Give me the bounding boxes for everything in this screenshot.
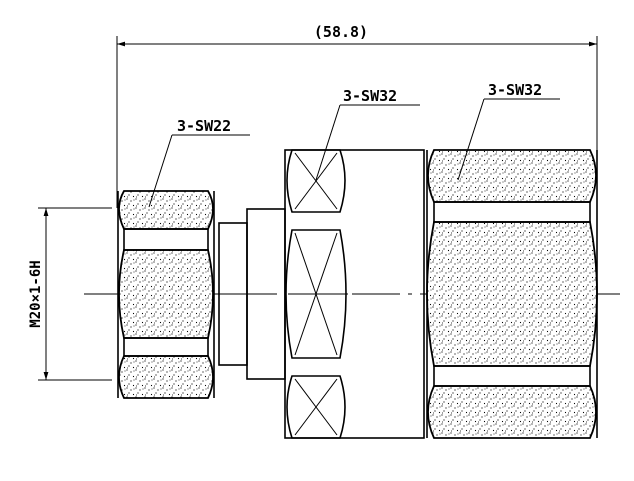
left-hex-callout: 3-SW22: [148, 117, 250, 208]
left-hex-label: 3-SW22: [177, 117, 231, 135]
overall-length-dimension: (58.8): [116, 23, 598, 208]
right-hex-label: 3-SW32: [488, 81, 542, 99]
left-hex-nut: [117, 190, 215, 399]
thread-label: M20×1-6H: [28, 260, 44, 327]
middle-hex-callout: 3-SW32: [315, 87, 420, 181]
middle-hex-body: [284, 149, 425, 439]
right-hex-callout: 3-SW32: [457, 81, 560, 181]
thread-dimension: M20×1-6H: [28, 207, 112, 381]
overall-length-label: (58.8): [314, 23, 368, 41]
right-hex-nut: [426, 149, 598, 439]
middle-hex-label: 3-SW32: [343, 87, 397, 105]
